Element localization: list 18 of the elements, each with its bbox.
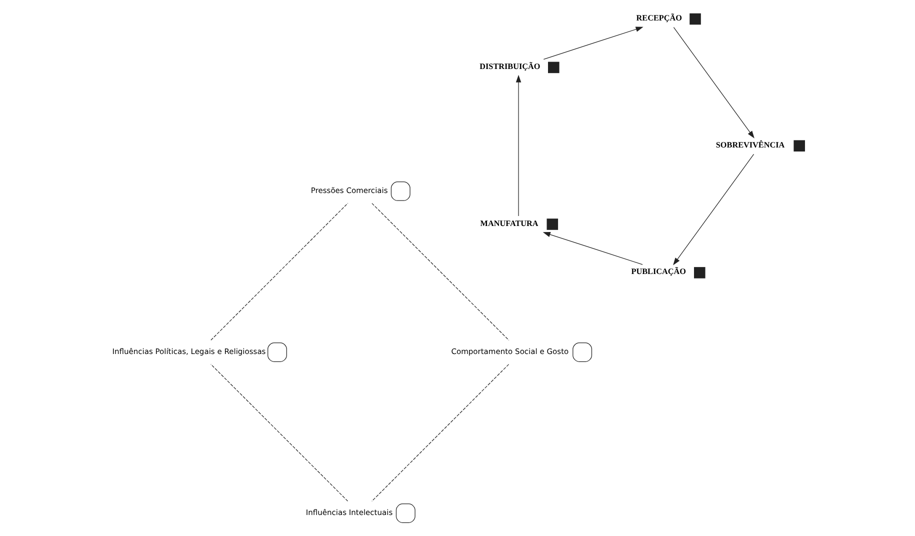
node-circle (395, 504, 415, 523)
arrow (542, 232, 642, 265)
connector (210, 364, 348, 502)
node-box (793, 140, 804, 152)
node-box (689, 13, 700, 25)
arrow (672, 27, 754, 138)
node-box (694, 267, 705, 278)
node-box (546, 218, 558, 230)
node-circle (267, 342, 286, 362)
node-circle (390, 182, 410, 201)
connector (210, 202, 348, 340)
arrow (542, 26, 643, 60)
node-circle (572, 342, 592, 362)
connector (371, 364, 509, 502)
node-box (548, 62, 559, 74)
connector (371, 203, 509, 341)
arrow (515, 74, 521, 216)
arrow (672, 154, 754, 266)
